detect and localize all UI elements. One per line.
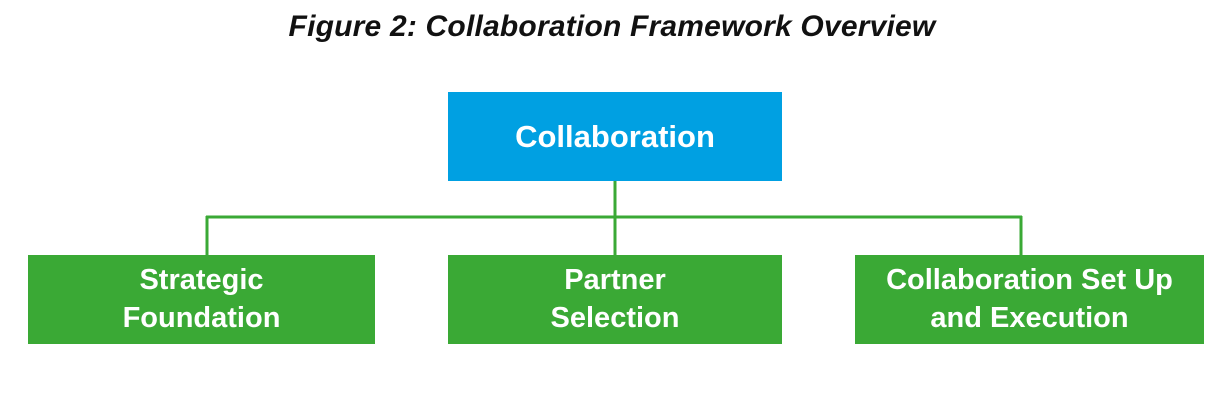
partner-selection-box: Partner Selection <box>448 255 782 344</box>
strategic-foundation-label: Strategic Foundation <box>122 264 281 334</box>
strategic-foundation-box: Strategic Foundation <box>28 255 375 344</box>
collaboration-setup-execution-label: Collaboration Set Up and Execution <box>886 264 1173 334</box>
partner-selection-label: Partner Selection <box>550 264 680 334</box>
collaboration-root-label: Collaboration <box>515 118 715 154</box>
collaboration-root-box: Collaboration <box>448 92 782 181</box>
collaboration-setup-execution-box: Collaboration Set Up and Execution <box>855 255 1204 344</box>
figure-title: Figure 2: Collaboration Framework Overvi… <box>288 10 936 43</box>
